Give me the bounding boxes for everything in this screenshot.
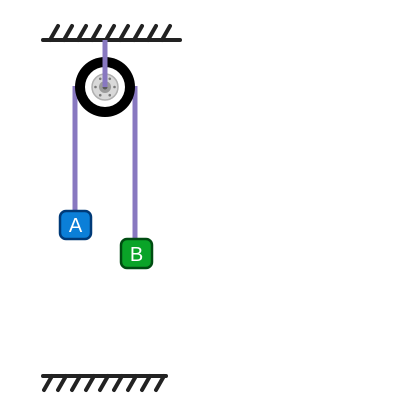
floor-hatch-mark	[70, 374, 82, 392]
pulley-bolt	[98, 93, 102, 97]
ceiling-hatch-mark	[118, 24, 130, 42]
ceiling-hatch-mark	[76, 24, 88, 42]
block-b-label: B	[130, 244, 143, 266]
ceiling-hatch-mark	[48, 24, 60, 42]
pulley-bolt	[108, 93, 112, 97]
ceiling-hatch-mark	[132, 24, 144, 42]
pulley-bolt	[113, 85, 116, 89]
floor-support	[41, 374, 168, 392]
ceiling-hatch-mark	[160, 24, 172, 42]
ceiling-hatch-mark	[104, 24, 116, 42]
floor-hatch-mark	[42, 374, 54, 392]
block-a-label: A	[69, 215, 83, 237]
ceiling-hatch-mark	[90, 24, 102, 42]
floor-hatch-mark	[84, 374, 96, 392]
floor-hatch-mark	[56, 374, 68, 392]
floor-hatch-mark	[112, 374, 124, 392]
floor-hatch-mark	[140, 374, 152, 392]
floor-hatch-mark	[126, 374, 138, 392]
floor-hatch-marks	[42, 374, 166, 392]
block-b-body	[119, 237, 154, 270]
block-a-body	[58, 209, 93, 241]
ceiling-hatch-mark	[62, 24, 74, 42]
floor-hatch-mark	[98, 374, 110, 392]
ceiling-support	[41, 24, 182, 42]
pulley-bolts	[94, 77, 116, 97]
ceiling-hatch-mark	[146, 24, 158, 42]
ceiling-hatch-marks	[48, 24, 172, 42]
pulley-bolt	[98, 77, 102, 81]
floor-hatch-mark	[154, 374, 166, 392]
block-a: A	[58, 209, 93, 241]
pulley-bolt	[94, 85, 97, 89]
block-b: B	[119, 237, 154, 270]
pulley-bolt	[108, 77, 112, 81]
